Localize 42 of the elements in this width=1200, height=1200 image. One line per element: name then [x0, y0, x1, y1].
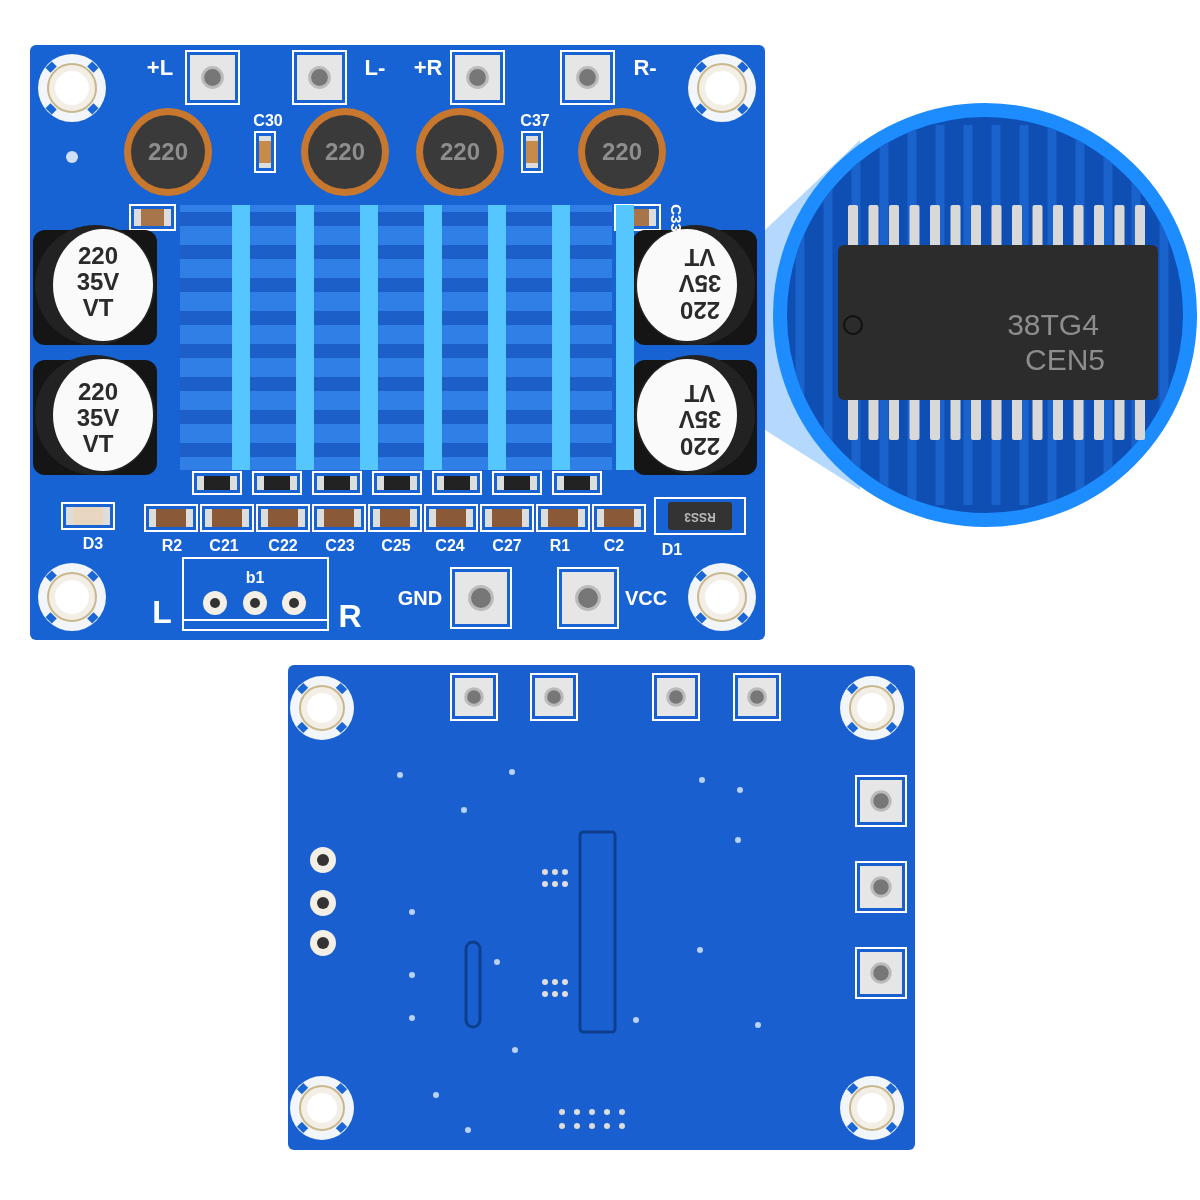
silkscreen-label: C22	[268, 538, 298, 554]
component-marking: 220	[440, 140, 480, 164]
chip-marking: 38TG4	[1007, 310, 1099, 340]
component-marking: RSS3	[684, 511, 716, 523]
component-marking: VT	[684, 245, 716, 269]
silkscreen-label: L-	[364, 57, 386, 79]
component-marking: 220	[78, 244, 118, 268]
silkscreen-label: R1	[549, 538, 571, 554]
chip-marking: CEN5	[1025, 345, 1105, 375]
silkscreen-label: C24	[435, 538, 465, 554]
silkscreen-label: GND	[397, 588, 443, 608]
component-marking: 35V	[76, 406, 120, 430]
component-marking: 220	[325, 140, 365, 164]
component-marking: VT	[82, 296, 114, 320]
component-marking: 35V	[76, 270, 120, 294]
component-marking: VT	[82, 432, 114, 456]
silkscreen-label: C37	[520, 113, 550, 129]
silkscreen-label: L	[152, 596, 172, 628]
silkscreen-label: b1	[245, 570, 265, 586]
silkscreen-label: D3	[82, 536, 104, 552]
silkscreen-label: C25	[381, 538, 411, 554]
silkscreen-label: C27	[492, 538, 522, 554]
component-marking: 35V	[678, 271, 722, 295]
component-marking: 220	[148, 140, 188, 164]
silkscreen-label: C21	[209, 538, 239, 554]
silkscreen-label: C30	[253, 113, 283, 129]
silkscreen-label: R2	[161, 538, 183, 554]
silkscreen-label: R	[338, 600, 362, 632]
component-marking: 220	[680, 434, 720, 458]
silkscreen-label: C23	[325, 538, 355, 554]
silkscreen-label: D1	[661, 542, 683, 558]
silkscreen-label: R-	[633, 57, 657, 79]
component-marking: 220	[78, 380, 118, 404]
component-marking: 220	[602, 140, 642, 164]
component-marking: 35V	[678, 407, 722, 431]
component-marking: 220	[680, 298, 720, 322]
silkscreen-label: VCC	[624, 588, 668, 608]
component-marking: VT	[684, 381, 716, 405]
silkscreen-label: C33	[668, 204, 684, 232]
silkscreen-label: +L	[146, 57, 174, 79]
silkscreen-label: C2	[603, 538, 625, 554]
silkscreen-label: +R	[413, 57, 443, 79]
